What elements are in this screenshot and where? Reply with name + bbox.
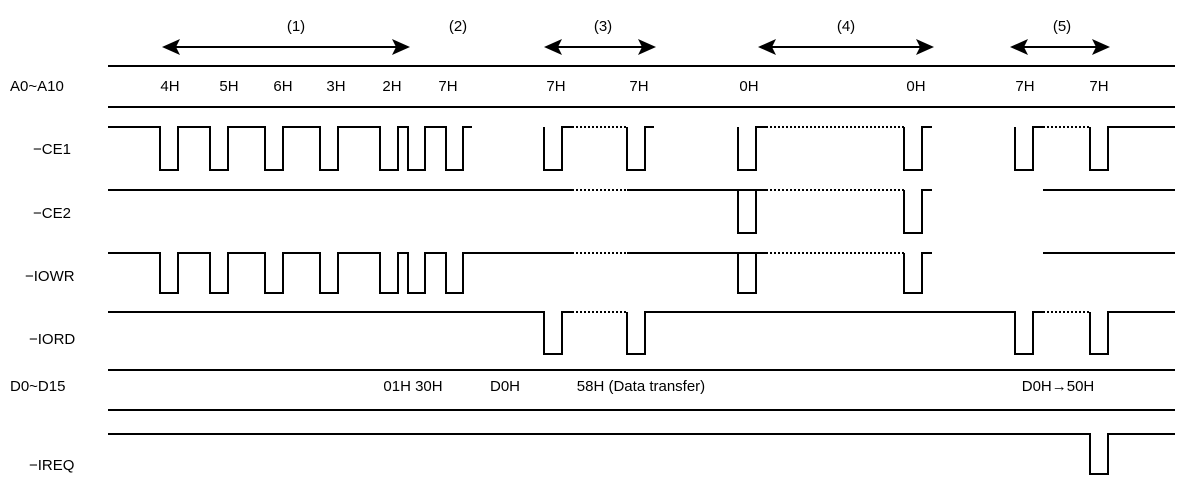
addr-value: 7H bbox=[1015, 78, 1034, 95]
phase-5-label: (5) bbox=[1053, 18, 1071, 35]
addr-value: 7H bbox=[629, 78, 648, 95]
signal-label-ce1: −CE1 bbox=[33, 141, 71, 158]
iowr-waveform bbox=[108, 252, 1175, 294]
signal-label-ireq: −IREQ bbox=[29, 457, 74, 474]
phase-1-label: (1) bbox=[287, 18, 305, 35]
addr-value: 0H bbox=[906, 78, 925, 95]
phase-3-label: (3) bbox=[594, 18, 612, 35]
signal-label-data: D0~D15 bbox=[10, 378, 65, 395]
addr-value: 4H bbox=[160, 78, 179, 95]
phase-2-label: (2) bbox=[449, 18, 467, 35]
phase-5-arrow bbox=[1010, 39, 1110, 55]
addr-value: 7H bbox=[546, 78, 565, 95]
addr-value: 3H bbox=[326, 78, 345, 95]
addr-value: 0H bbox=[739, 78, 758, 95]
iord-waveform bbox=[108, 311, 1175, 355]
addr-value: 6H bbox=[273, 78, 292, 95]
data-value: 01H 30H bbox=[383, 378, 442, 395]
ce2-waveform bbox=[108, 189, 1175, 234]
phase-3-arrow bbox=[544, 39, 656, 55]
data-value: D0H→50H bbox=[1022, 378, 1095, 395]
signal-label-iord: −IORD bbox=[29, 331, 75, 348]
addr-value: 2H bbox=[382, 78, 401, 95]
phase-1-arrow bbox=[162, 39, 410, 55]
addr-value: 5H bbox=[219, 78, 238, 95]
signal-label-iowr: −IOWR bbox=[25, 268, 75, 285]
ce1-waveform bbox=[108, 126, 1175, 171]
phase-4-arrow bbox=[758, 39, 934, 55]
addr-value: 7H bbox=[1089, 78, 1108, 95]
data-value: 58H (Data transfer) bbox=[577, 378, 705, 395]
signal-label-addr: A0~A10 bbox=[10, 78, 64, 95]
phase-4-label: (4) bbox=[837, 18, 855, 35]
signal-label-ce2: −CE2 bbox=[33, 205, 71, 222]
addr-value: 7H bbox=[438, 78, 457, 95]
ireq-waveform bbox=[108, 433, 1175, 475]
data-value: D0H bbox=[490, 378, 520, 395]
